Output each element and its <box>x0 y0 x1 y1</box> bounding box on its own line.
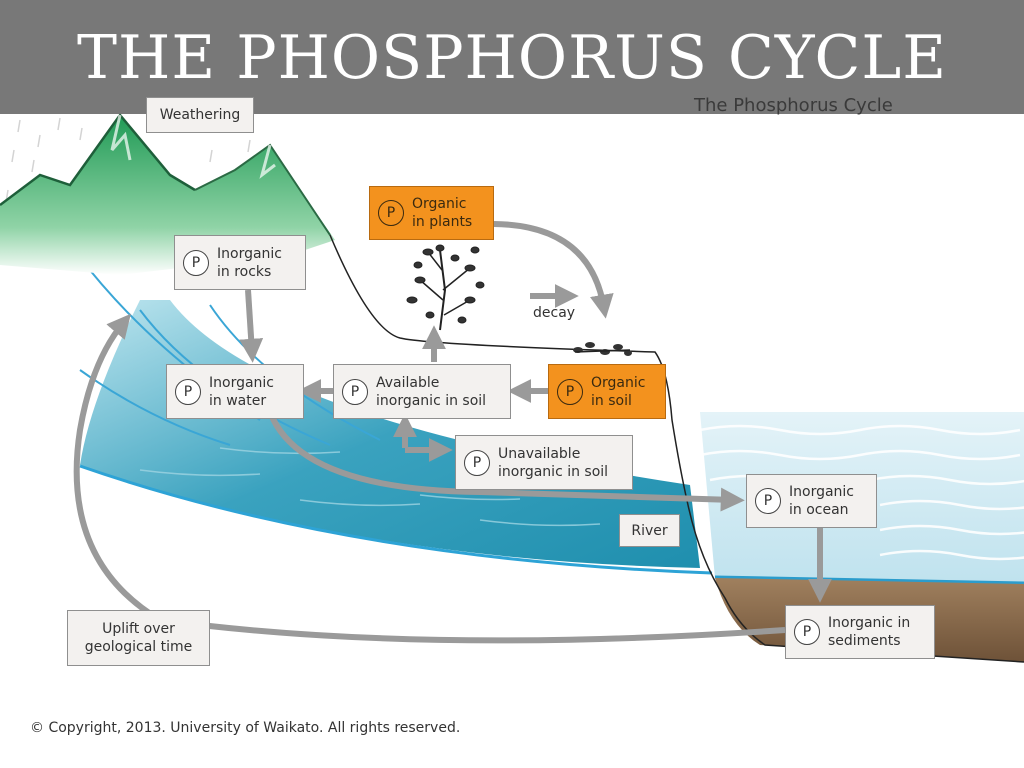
phosphorus-symbol-icon: P <box>175 378 201 405</box>
organic-soil-label: Organic in soil <box>591 374 646 409</box>
arrow-water-to-ocean <box>267 410 745 512</box>
arrow-plants-to-decay <box>493 221 614 319</box>
organic-soil-box: P Organic in soil <box>548 364 666 419</box>
organic-plants-label: Organic in plants <box>412 196 473 230</box>
phosphorus-symbol-icon: P <box>755 488 781 514</box>
inorganic-ocean-box: P Inorganic in ocean <box>746 474 877 528</box>
weathering-label: Weathering <box>159 107 241 123</box>
phosphorus-symbol-icon: P <box>378 200 404 226</box>
arrow-rocks-to-water <box>239 289 264 363</box>
decay-label: decay <box>533 305 576 321</box>
inorganic-rocks-box: P Inorganic in rocks <box>174 235 306 290</box>
banner-title: THE PHOSPHORUS CYCLE <box>76 23 948 93</box>
phosphorus-symbol-icon: P <box>183 249 209 276</box>
inorganic-ocean-label: Inorganic in ocean <box>789 484 855 518</box>
inorganic-water-label: Inorganic in water <box>209 374 275 409</box>
unavailable-inorganic-soil-label: Unavailable inorganic in soil <box>498 445 609 480</box>
plant <box>406 244 485 331</box>
fallen-leaves <box>573 342 632 356</box>
inorganic-water-box: P Inorganic in water <box>166 364 304 419</box>
weathering-box: Weathering <box>146 97 254 133</box>
uplift-label: Uplift over geological time <box>84 621 193 655</box>
inorganic-rocks-label: Inorganic in rocks <box>217 245 283 280</box>
inorganic-sediments-box: P Inorganic in sediments <box>785 605 935 659</box>
river-label: River <box>631 522 668 539</box>
ground-line <box>329 234 1024 663</box>
river <box>80 300 700 568</box>
phosphorus-symbol-icon: P <box>794 619 820 645</box>
river-box: River <box>619 514 680 547</box>
phosphorus-symbol-icon: P <box>557 378 583 405</box>
title-banner: THE PHOSPHORUS CYCLE <box>0 0 1024 114</box>
available-inorganic-soil-box: P Available inorganic in soil <box>333 364 511 419</box>
diagram-subtitle: The Phosphorus Cycle <box>694 95 893 116</box>
available-inorganic-soil-label: Available inorganic in soil <box>376 374 487 409</box>
unavailable-inorganic-soil-box: P Unavailable inorganic in soil <box>455 435 633 490</box>
copyright-notice: © Copyright, 2013. University of Waikato… <box>30 720 461 736</box>
uplift-box: Uplift over geological time <box>67 610 210 666</box>
phosphorus-symbol-icon: P <box>464 449 490 476</box>
phosphorus-symbol-icon: P <box>342 378 368 405</box>
inorganic-sediments-label: Inorganic in sediments <box>828 615 911 649</box>
organic-plants-box: P Organic in plants <box>369 186 494 240</box>
